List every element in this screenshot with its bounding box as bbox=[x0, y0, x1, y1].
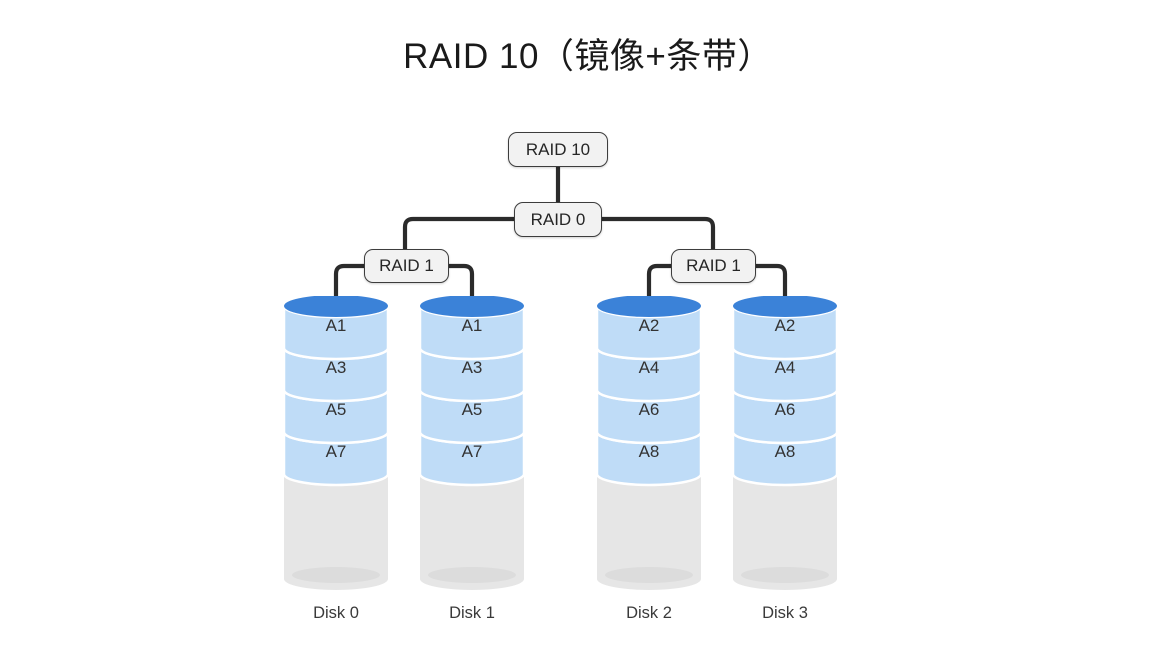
disk-empty-region bbox=[733, 474, 837, 590]
disk-top-platter bbox=[284, 296, 388, 317]
page-title: RAID 10（镜像+条带） bbox=[403, 37, 773, 76]
disk-caption-2: Disk 2 bbox=[626, 604, 672, 622]
disk-top-platter bbox=[597, 296, 701, 317]
node-raid10[interactable]: RAID 10 bbox=[508, 132, 608, 167]
disk-bottom-shadow bbox=[292, 567, 380, 583]
disk-empty-region bbox=[284, 474, 388, 590]
disk-empty-region bbox=[597, 474, 701, 590]
node-raid1-left[interactable]: RAID 1 bbox=[364, 249, 449, 283]
disk-shape-3 bbox=[733, 296, 837, 590]
disk-shape-2 bbox=[597, 296, 701, 590]
disk-empty-region bbox=[420, 474, 524, 590]
disk-caption-1: Disk 1 bbox=[449, 604, 495, 622]
disk-top-platter bbox=[733, 296, 837, 317]
disk-caption-3: Disk 3 bbox=[762, 604, 808, 622]
disk-bottom-shadow bbox=[741, 567, 829, 583]
wire-raid0-to-mirror-right bbox=[602, 216, 716, 250]
disk-top-platter bbox=[420, 296, 524, 317]
disk-bottom-shadow bbox=[428, 567, 516, 583]
disk-shape-0 bbox=[284, 296, 388, 590]
node-raid1-right[interactable]: RAID 1 bbox=[671, 249, 756, 283]
disk-shape-1 bbox=[420, 296, 524, 590]
node-raid0[interactable]: RAID 0 bbox=[514, 202, 602, 237]
disk-bottom-shadow bbox=[605, 567, 693, 583]
wire-raid0-to-mirror-left bbox=[402, 216, 514, 250]
disk-caption-0: Disk 0 bbox=[313, 604, 359, 622]
